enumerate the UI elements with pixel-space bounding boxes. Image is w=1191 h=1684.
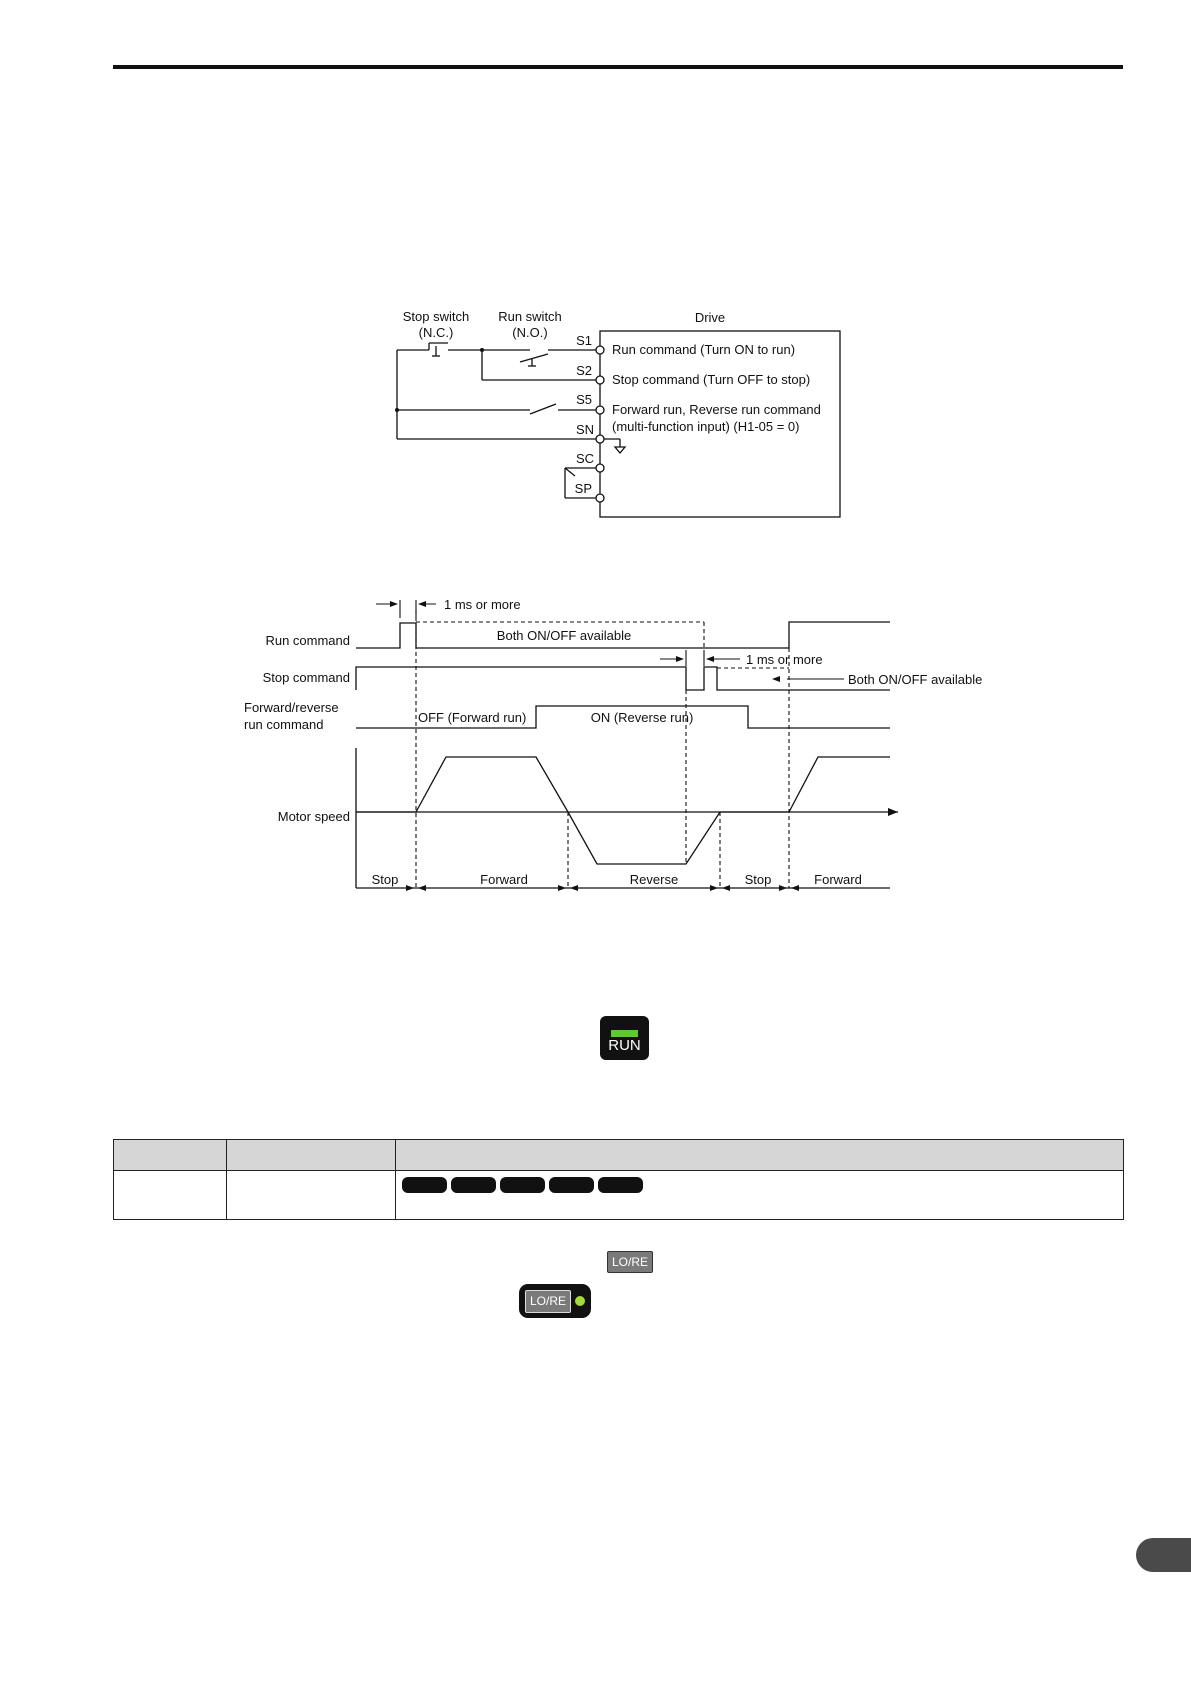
- run-key-label: RUN: [608, 1037, 641, 1054]
- s1-description: Run command (Turn ON to run): [612, 342, 795, 357]
- fwdrev-label-1: Forward/reverse: [244, 700, 339, 715]
- terminal-s2: S2: [576, 363, 592, 378]
- drive-box: [599, 330, 841, 518]
- terminal-s1: S1: [576, 333, 592, 348]
- off-forward-label: OFF (Forward run): [418, 710, 526, 725]
- mode-badge: [598, 1177, 643, 1193]
- header-cell: [113, 1139, 227, 1171]
- stop-command-label: Stop command: [263, 670, 350, 685]
- s5-description-1: Forward run, Reverse run command: [612, 402, 821, 417]
- run-switch-label: Run switch: [498, 309, 562, 324]
- header-rule: [113, 65, 1123, 69]
- stop-switch-type: (N.C.): [419, 325, 454, 340]
- table-cell: [395, 1170, 1124, 1220]
- header-cell: [226, 1139, 396, 1171]
- terminal-sp: SP: [575, 481, 592, 496]
- on-reverse-label: ON (Reverse run): [591, 710, 694, 725]
- phase-forward-1: Forward: [480, 872, 528, 887]
- phase-forward-2: Forward: [814, 872, 862, 887]
- fwdrev-label-2: run command: [244, 717, 323, 732]
- table-cell: [226, 1170, 396, 1220]
- s5-description-2: (multi-function input) (H1-05 = 0): [612, 419, 800, 434]
- parameter-table: [113, 1139, 1124, 1220]
- terminal-s5: S5: [576, 392, 592, 407]
- ms-or-more-1: 1 ms or more: [444, 597, 521, 612]
- page-tab: [1136, 1538, 1191, 1572]
- terminal-sn: SN: [576, 422, 594, 437]
- motor-speed-label: Motor speed: [278, 809, 350, 824]
- mode-badge: [451, 1177, 496, 1193]
- stop-switch-label: Stop switch: [403, 309, 469, 324]
- both-available-2: Both ON/OFF available: [848, 672, 982, 687]
- mode-badge: [549, 1177, 594, 1193]
- table-row: [113, 1170, 1124, 1220]
- mode-badge: [402, 1177, 447, 1193]
- run-command-label: Run command: [265, 633, 350, 648]
- run-switch-type: (N.O.): [512, 325, 547, 340]
- lore-led-key-icon: LO/RE: [519, 1284, 591, 1318]
- terminal-sc: SC: [576, 451, 594, 466]
- mode-badge: [500, 1177, 545, 1193]
- table-header-row: [113, 1139, 1124, 1171]
- phase-stop-2: Stop: [745, 872, 772, 887]
- run-led: [611, 1030, 638, 1037]
- s2-description: Stop command (Turn OFF to stop): [612, 372, 810, 387]
- drive-label: Drive: [695, 310, 725, 325]
- mode-badge-group: [396, 1171, 1123, 1193]
- lore-key-icon: LO/RE: [607, 1251, 653, 1273]
- both-available-1: Both ON/OFF available: [497, 628, 631, 643]
- phase-reverse: Reverse: [630, 872, 678, 887]
- lore-led-icon: [575, 1296, 585, 1306]
- table-cell: [113, 1170, 227, 1220]
- lore-led-key-label: LO/RE: [525, 1290, 571, 1313]
- ms-or-more-2: 1 ms or more: [746, 652, 823, 667]
- header-cell: [395, 1139, 1124, 1171]
- run-key-icon: RUN: [600, 1016, 649, 1060]
- phase-stop-1: Stop: [372, 872, 399, 887]
